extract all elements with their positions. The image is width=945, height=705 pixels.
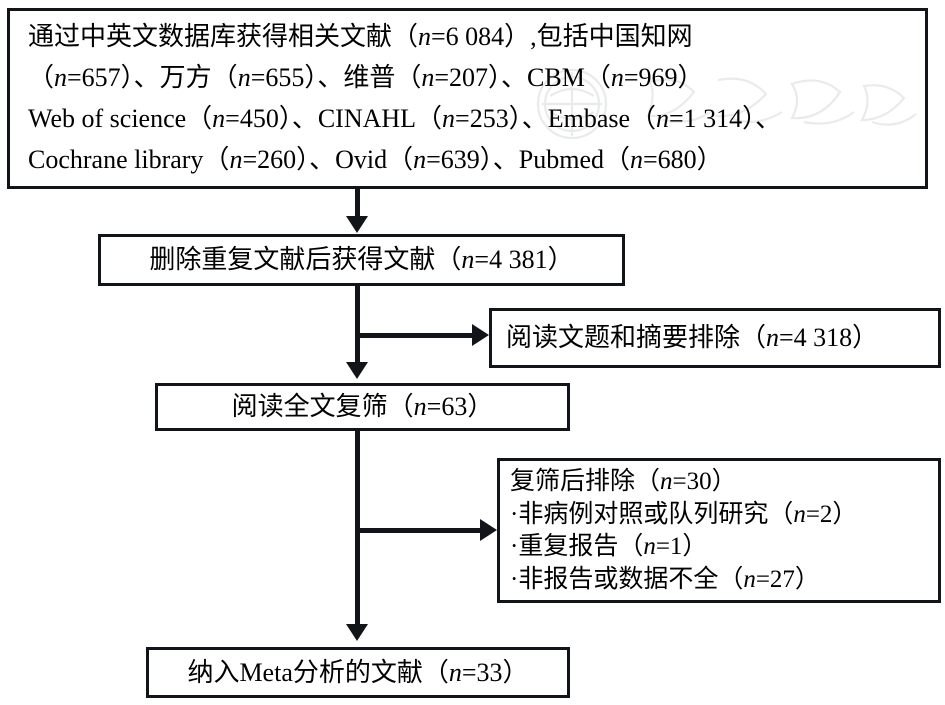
excluded-full-line-1: 复筛后排除（n=30） bbox=[510, 467, 737, 495]
excluded-full-line-2: ·非病例对照或队列研究（n=2） bbox=[510, 500, 858, 528]
box-full-text-rescreening: 阅读全文复筛（n=63） bbox=[155, 383, 570, 431]
arrowhead-to-fulltext bbox=[346, 362, 368, 379]
search-line-4: Cochrane library（n=260）、Ovid（n=639）、Pubm… bbox=[28, 144, 723, 174]
arrowhead-to-dedup bbox=[346, 216, 368, 233]
dedup-line-1: 删除重复文献后获得文献（n=4 381） bbox=[149, 245, 574, 274]
branch-line-to-title-abstract-exclusion bbox=[358, 333, 474, 338]
box-excluded-title-abstract: 阅读文题和摘要排除（n=4 318） bbox=[489, 308, 941, 368]
connector-fulltext-to-included bbox=[355, 431, 360, 628]
search-line-3: Web of science（n=450）、CINAHL（n=253）、Emba… bbox=[28, 103, 782, 133]
fulltext-line-1: 阅读全文复筛（n=63） bbox=[231, 392, 494, 421]
branch-line-to-rescreening-exclusion bbox=[358, 528, 482, 533]
excluded-title-line-1: 阅读文题和摘要排除（n=4 318） bbox=[506, 323, 879, 352]
connector-identification-to-dedup bbox=[355, 189, 360, 219]
connector-dedup-to-fulltext bbox=[355, 286, 360, 364]
arrowhead-to-title-abstract-exclusion bbox=[472, 324, 489, 346]
arrowhead-to-rescreening-exclusion bbox=[480, 519, 497, 541]
box-identification: 通过中英文数据库获得相关文献（n=6 084）,包括中国知网 （n=657）、万… bbox=[7, 8, 928, 189]
box-excluded-after-rescreening: 复筛后排除（n=30） ·非病例对照或队列研究（n=2） ·重复报告（n=1） … bbox=[497, 458, 941, 603]
box-included-in-meta-analysis: 纳入Meta分析的文献（n=33） bbox=[146, 647, 570, 698]
excluded-full-line-4: ·非报告或数据不全（n=27） bbox=[510, 566, 820, 594]
included-line-1: 纳入Meta分析的文献（n=33） bbox=[187, 657, 529, 687]
box-after-duplicates-removed: 删除重复文献后获得文献（n=4 381） bbox=[98, 234, 625, 286]
excluded-full-line-3: ·重复报告（n=1） bbox=[510, 533, 708, 561]
search-line-1: 通过中英文数据库获得相关文献（n=6 084）,包括中国知网 bbox=[28, 22, 693, 52]
search-line-2: （n=657）、万方（n=655）、维普（n=207）、CBM（n=969） bbox=[28, 63, 704, 93]
arrowhead-to-included bbox=[346, 624, 368, 641]
